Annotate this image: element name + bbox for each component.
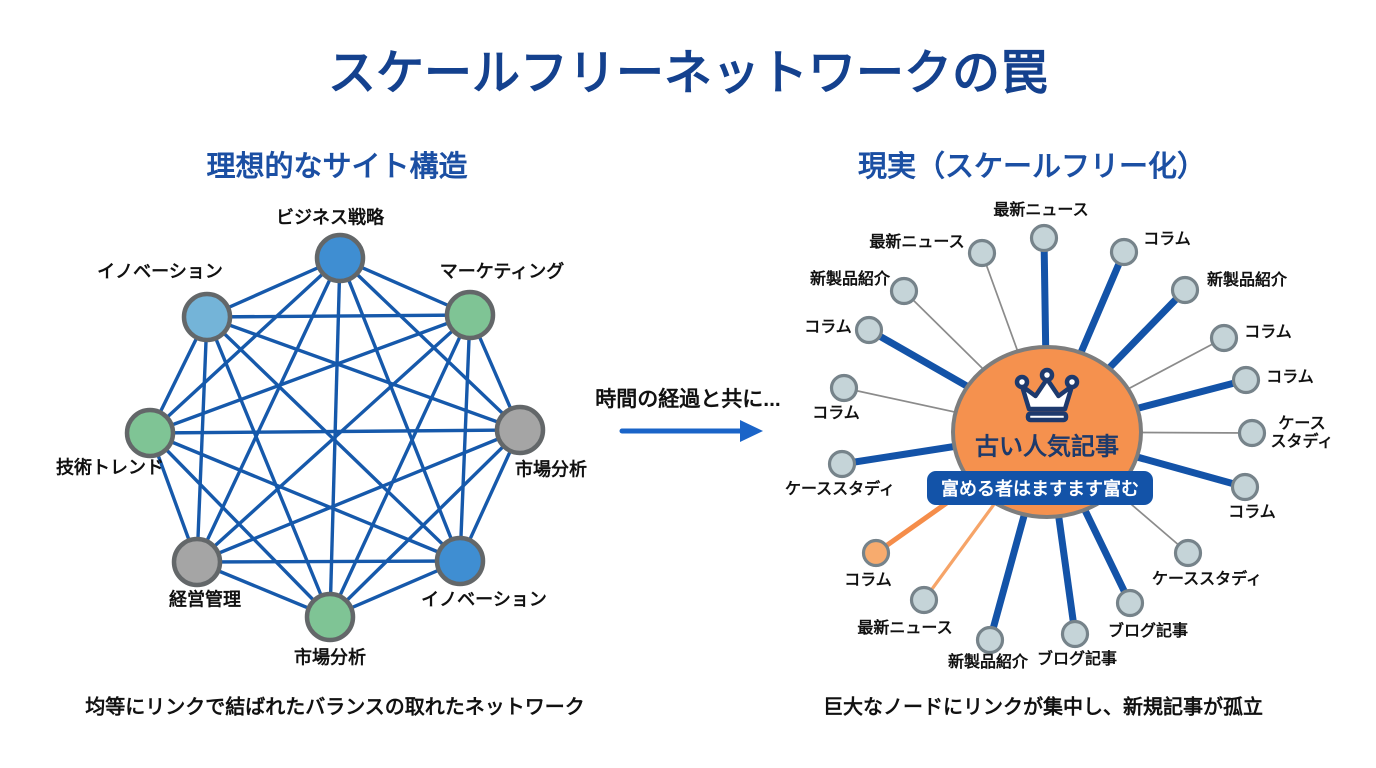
node-label: 技術トレンド	[56, 457, 164, 478]
network-node	[1029, 223, 1059, 253]
network-edge	[196, 428, 521, 564]
network-node	[1230, 472, 1260, 502]
network-edge	[148, 431, 332, 619]
node-label: 最新ニュース	[993, 201, 1089, 219]
network-edge	[196, 559, 461, 564]
rich-get-richer-badge: 富める者はますます富む	[927, 471, 1153, 505]
network-node	[1109, 237, 1139, 267]
node-label: コラム	[1266, 368, 1314, 386]
network-node	[854, 315, 884, 345]
network-edge	[206, 315, 521, 432]
node-label: ケース スタディ	[1270, 415, 1334, 451]
network-edge	[195, 316, 209, 563]
left-caption: 均等にリンクで結ばれたバランスの取れたネットワーク	[85, 696, 585, 719]
node-label: 新製品紹介	[947, 653, 1029, 671]
node-label: 市場分析	[294, 647, 366, 668]
node-label: コラム	[844, 571, 892, 589]
network-node	[1173, 538, 1203, 568]
network-node	[829, 373, 859, 403]
right-caption: 巨大なノードにリンクが集中し、新規記事が孤立	[823, 696, 1263, 719]
node-label: ビジネス戦略	[276, 207, 384, 228]
network-node	[861, 538, 891, 568]
crown-icon	[1014, 367, 1080, 423]
network-node	[171, 536, 223, 588]
node-label: コラム	[1143, 230, 1191, 248]
node-label: ブログ記事	[1036, 650, 1118, 668]
node-label: 新製品紹介	[809, 270, 891, 288]
network-edge	[149, 428, 521, 435]
right-subtitle: 現実（スケールフリー化）	[857, 151, 1207, 183]
node-label: コラム	[1228, 503, 1276, 521]
network-node	[909, 585, 939, 615]
network-edge	[195, 257, 342, 563]
node-label: 新製品紹介	[1206, 271, 1288, 289]
right-network-nodes	[827, 223, 1267, 655]
network-edge	[206, 313, 471, 319]
network-node	[181, 291, 233, 343]
network-node	[434, 535, 486, 587]
network-node	[314, 232, 366, 284]
left-subtitle: 理想的なサイト構造	[206, 151, 468, 183]
node-label: ケーススタディ	[784, 480, 896, 498]
network-edge	[328, 314, 472, 618]
left-network-edges	[148, 256, 522, 619]
node-label: 最新ニュース	[857, 619, 953, 637]
network-node	[1170, 275, 1200, 305]
network-node	[1060, 619, 1090, 649]
node-label: コラム	[804, 318, 852, 336]
node-label: ケーススタディ	[1151, 570, 1263, 588]
network-edge	[338, 256, 522, 432]
network-node	[889, 276, 919, 306]
network-node	[967, 238, 997, 268]
hub-label: 古い人気記事	[975, 433, 1119, 461]
network-node	[1231, 365, 1261, 395]
node-label: ブログ記事	[1107, 622, 1189, 640]
network-node	[1237, 418, 1267, 448]
network-edge	[328, 428, 522, 619]
network-edge	[205, 316, 332, 618]
network-node	[304, 591, 356, 643]
node-label: 最新ニュース	[869, 233, 965, 251]
network-edge	[458, 314, 472, 562]
network-node	[975, 625, 1005, 655]
node-label: イノベーション	[421, 589, 547, 610]
node-label: イノベーション	[97, 261, 223, 282]
network-node	[827, 449, 857, 479]
transition-arrow-icon	[619, 420, 763, 442]
node-label: コラム	[812, 404, 860, 422]
network-node	[444, 289, 496, 341]
network-node	[1209, 323, 1239, 353]
network-node	[124, 407, 176, 459]
network-node	[1115, 588, 1145, 618]
network-edge	[148, 256, 342, 435]
transition-label: 時間の経過と共に...	[595, 388, 781, 411]
node-label: マーケティング	[439, 261, 565, 282]
network-edge	[149, 313, 471, 435]
network-node	[494, 404, 546, 456]
network-edge	[195, 313, 472, 564]
left-network-nodes	[124, 232, 546, 643]
node-label: 市場分析	[515, 459, 587, 480]
page-title: スケールフリーネットワークの罠	[327, 47, 1048, 100]
node-label: コラム	[1244, 323, 1292, 341]
node-label: 経営管理	[169, 589, 241, 610]
